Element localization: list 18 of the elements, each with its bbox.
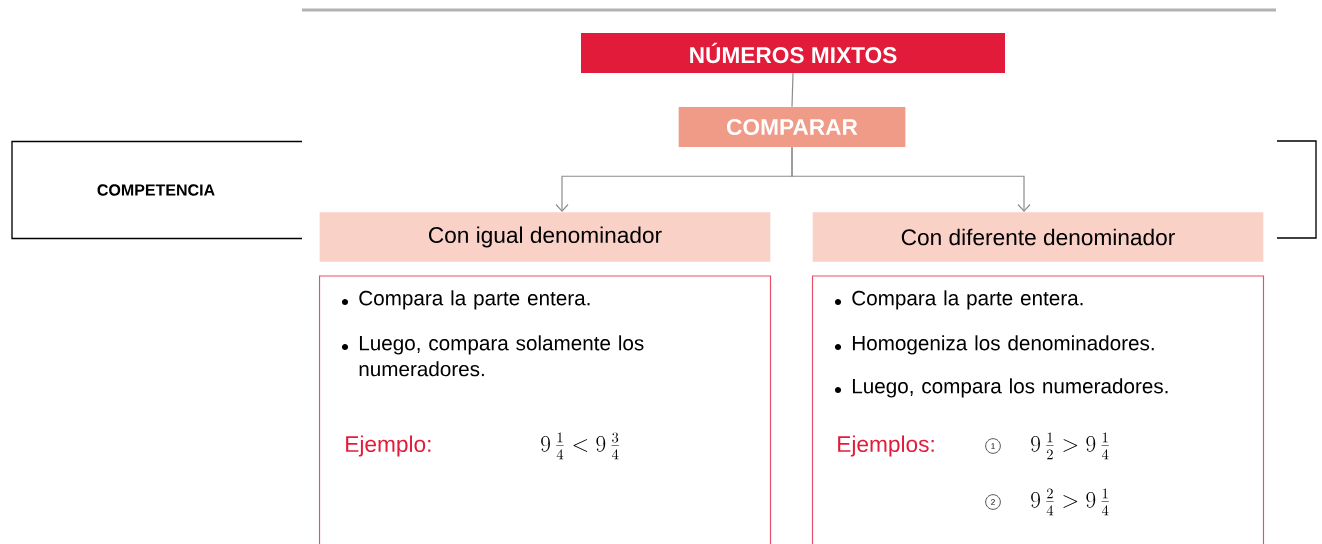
connector-arrow (791, 146, 1031, 213)
circled-number: 2 (985, 494, 1001, 510)
circled-number: 1 (985, 438, 1001, 454)
formula: $9\,\frac{1}{2} > 9\,\frac{1}{4}$ (1031, 432, 1109, 460)
formula: $9\,\frac{2}{4} > 9\,\frac{1}{4}$ (1031, 488, 1109, 516)
bullet-item: Compara la parte entera. (341, 290, 590, 310)
category-box: Con diferente denominador (812, 212, 1264, 262)
example-label: Ejemplo: (346, 435, 431, 457)
formula: $9\,\frac{1}{4} < 9\,\frac{3}{4}$ (541, 432, 619, 460)
example-label: Ejemplos: (838, 435, 934, 457)
bullet-item: Luego, compara solamente los numeradores. (341, 335, 644, 377)
bullet-item: Compara la parte entera. (834, 290, 1083, 310)
process-box: COMPARAR (678, 107, 906, 147)
category-box: Con igual denominador (319, 212, 771, 262)
bullet-item: Luego, compara los numeradores. (834, 378, 1168, 398)
title-box: NÚMEROS MIXTOS (581, 33, 1005, 73)
open-frame: COMPETENCIA (11, 140, 303, 240)
bullet-item: Homogeniza los denominadores. (834, 335, 1154, 355)
